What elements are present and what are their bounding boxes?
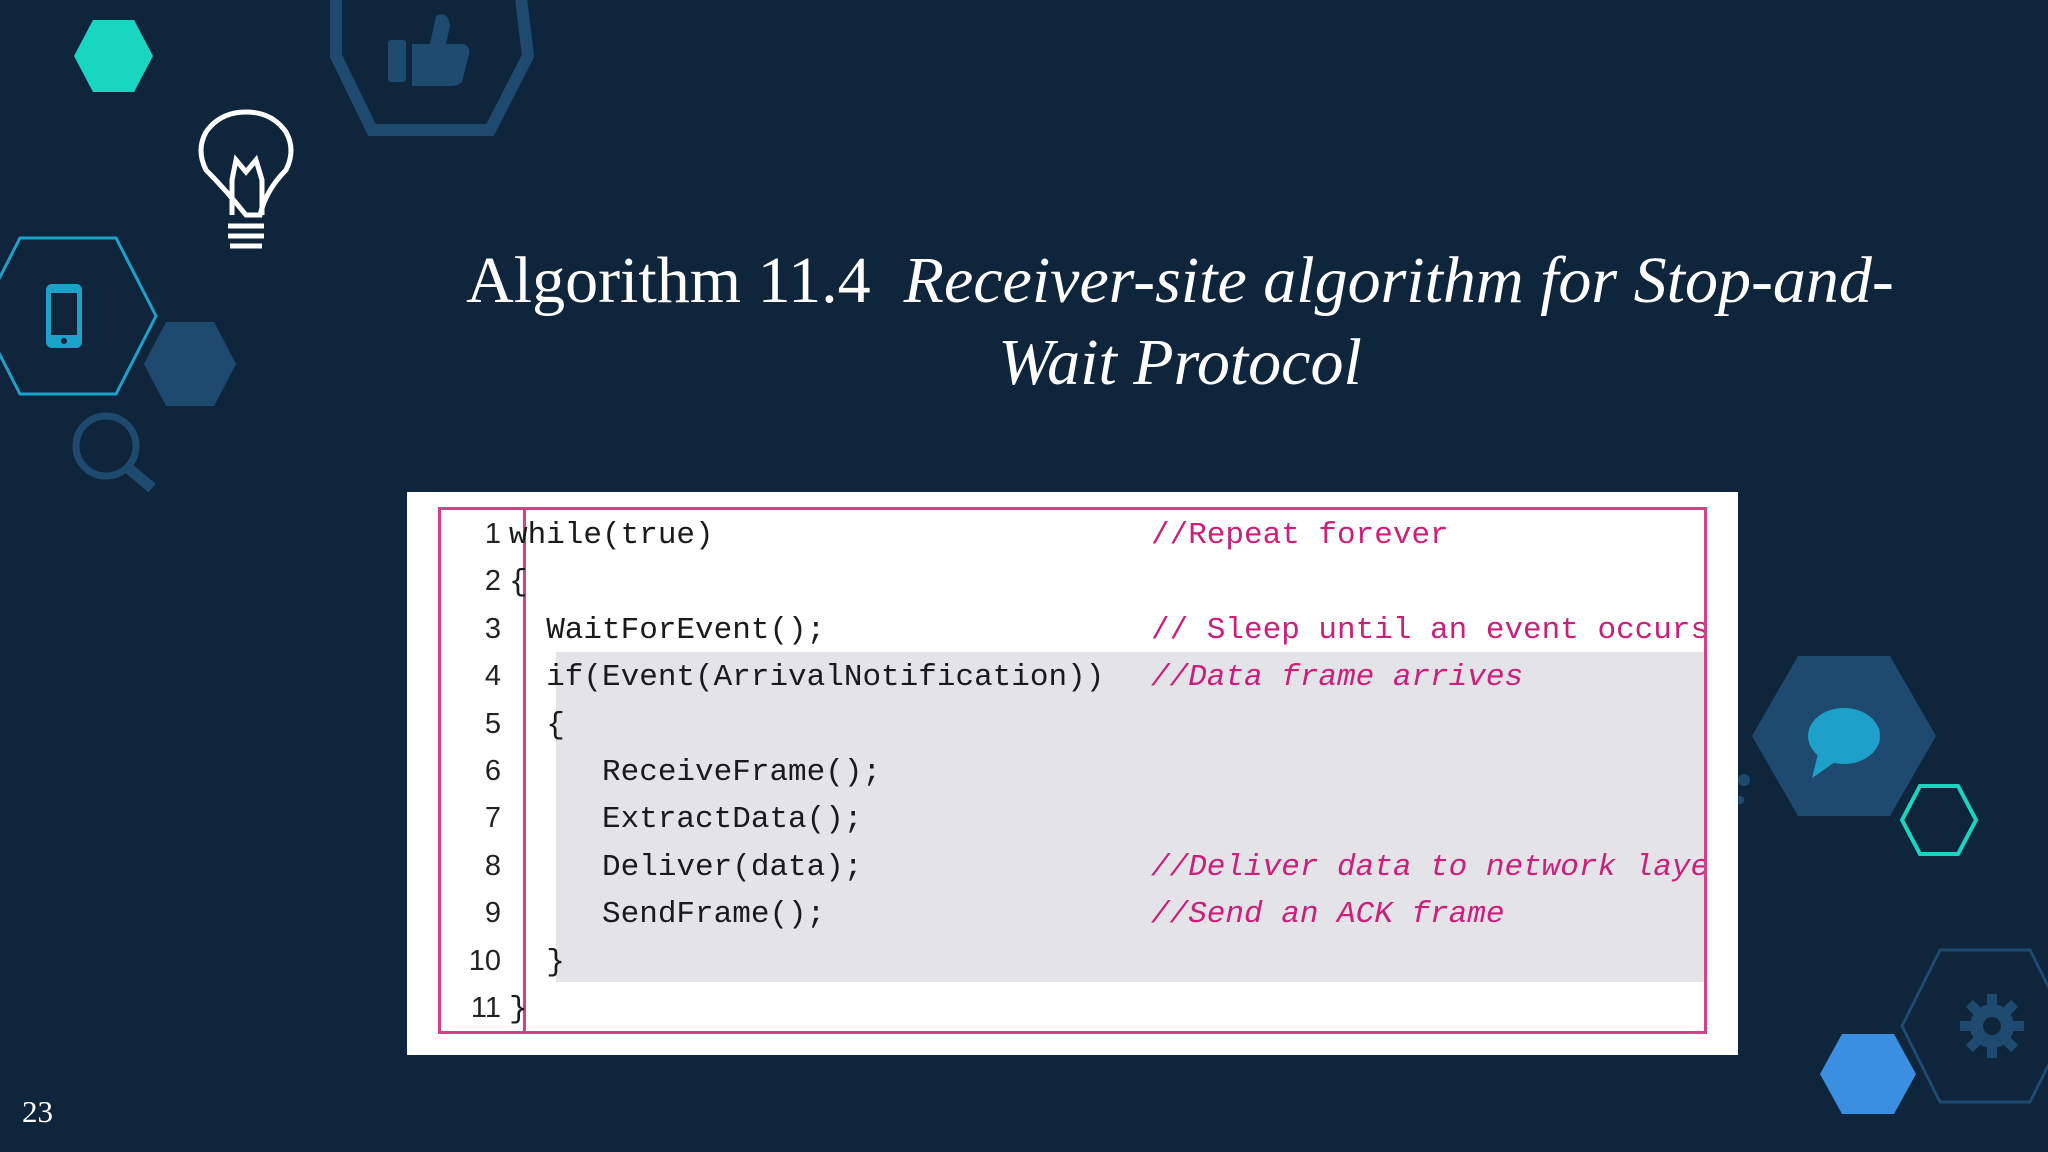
- line-number: 3: [484, 612, 501, 645]
- hexagon-blue-solid: [144, 322, 236, 406]
- line-number: 4: [484, 660, 501, 693]
- thumbs-up-icon: [388, 14, 470, 87]
- code-text: while(true): [509, 518, 714, 553]
- line-number: 11: [470, 992, 501, 1024]
- code-line: 7 ExtractData();: [441, 794, 1704, 841]
- line-number: 6: [484, 755, 501, 787]
- code-comment: //Deliver data to network layer: [1151, 849, 1707, 885]
- chat-bubble-icon: [1808, 708, 1880, 778]
- gear-icon: [1960, 994, 2024, 1058]
- code-comment: //Send an ACK frame: [1151, 897, 1505, 933]
- code-line: 5 {: [441, 700, 1704, 747]
- code-text: ExtractData();: [509, 802, 863, 838]
- line-number-gutter: [441, 510, 526, 1031]
- title-italic: Receiver-site algorithm for Stop-and-Wai…: [903, 244, 1894, 399]
- code-comment: //Data frame arrives: [1151, 660, 1524, 696]
- code-text: {: [509, 565, 528, 601]
- code-text: ReceiveFrame();: [509, 755, 882, 790]
- hexagon-teal-outline: [1899, 784, 1979, 856]
- line-number: 1: [484, 518, 501, 550]
- hexagon-thumbs-outline: [330, 0, 535, 136]
- light-bulb-icon: [198, 109, 294, 249]
- line-number: 8: [484, 849, 501, 882]
- line-number: 5: [484, 707, 501, 740]
- code-line: 8 Deliver(data); //Deliver data to networ…: [441, 842, 1704, 889]
- hexagon-bright-blue: [1820, 1034, 1916, 1114]
- code-line: 4 if(Event(ArrivalNotification)) //Data f…: [441, 652, 1704, 699]
- code-line: 9 SendFrame(); //Send an ACK frame: [441, 889, 1704, 936]
- code-comment: // Sleep until an event occurs: [1151, 612, 1707, 648]
- code-line: 6 ReceiveFrame();: [441, 747, 1704, 794]
- line-number: 2: [484, 565, 501, 598]
- line-number: 9: [484, 897, 501, 930]
- code-line: 3 WaitForEvent(); // Sleep until an event…: [441, 605, 1704, 652]
- code-line: 10 }: [441, 937, 1704, 984]
- code-text: }: [509, 944, 565, 980]
- code-text: }: [509, 992, 528, 1027]
- code-text: WaitForEvent();: [509, 612, 826, 648]
- magnifier-icon: [72, 412, 156, 493]
- page-number: 23: [22, 1094, 53, 1129]
- dot: [1738, 774, 1750, 786]
- mobile-phone-icon: [46, 284, 82, 348]
- code-text: SendFrame();: [509, 897, 826, 933]
- code-text: if(Event(ArrivalNotification)): [509, 660, 1105, 696]
- code-line: 2{: [441, 557, 1704, 604]
- code-text: Deliver(data);: [509, 849, 863, 885]
- line-number: 10: [468, 944, 501, 977]
- highlight-shade: [556, 652, 1704, 982]
- slide-title: Algorithm 11.4 Receiver-site algorithm f…: [420, 240, 1940, 404]
- line-number: 7: [484, 802, 501, 835]
- decor-bottom-right: [1736, 656, 2048, 1114]
- hexagon-phone-outline: [0, 236, 158, 396]
- decor-top-left: [0, 0, 535, 493]
- code-comment: //Repeat forever: [1151, 518, 1449, 553]
- title-prefix: Algorithm 11.4: [466, 244, 871, 317]
- dot: [1736, 796, 1744, 804]
- code-text: {: [509, 707, 565, 743]
- code-line: 11}: [441, 984, 1704, 1031]
- hexagon-teal: [74, 20, 153, 92]
- hexagon-gear-outline: [1900, 948, 2048, 1104]
